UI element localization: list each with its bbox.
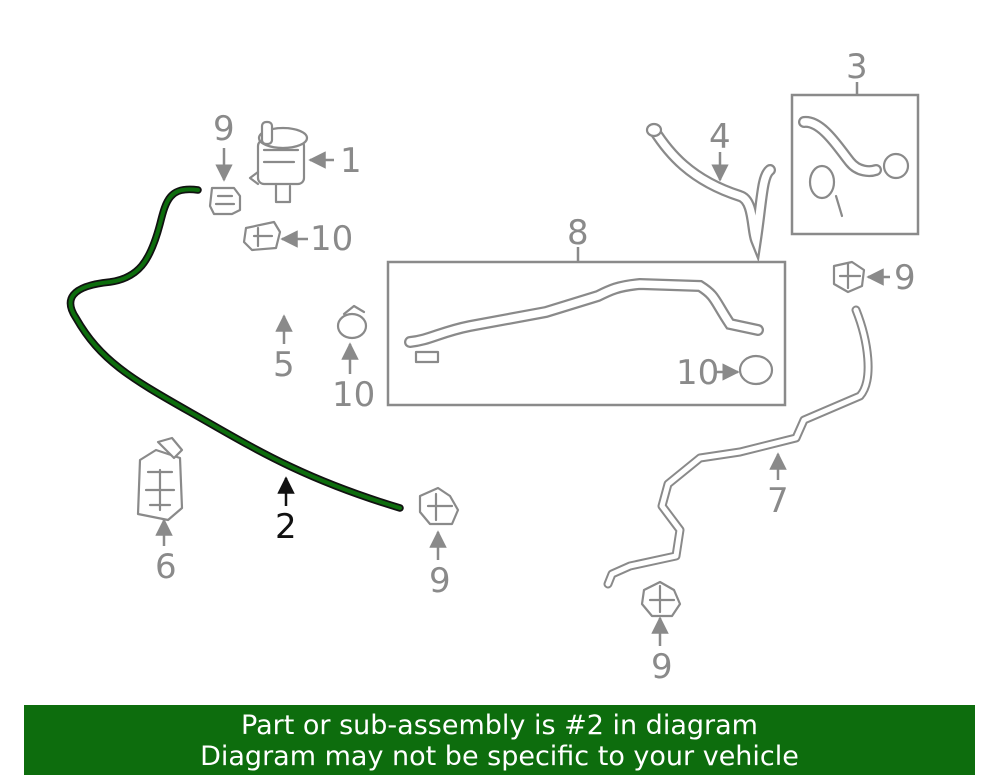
callout-5: 5 — [273, 345, 295, 385]
part-6-bracket — [136, 436, 184, 522]
part-9-clip-bottom-mid — [418, 486, 460, 526]
parts-diagram: 1 9 10 5 10 2 6 9 — [66, 47, 920, 687]
callout-4: 4 — [709, 117, 731, 157]
callout-10b: 10 — [332, 375, 375, 415]
callout-9d: 9 — [651, 647, 673, 687]
callout-9b: 9 — [429, 561, 451, 601]
part-9-clip-right — [832, 260, 866, 294]
part-9-clip-top — [208, 186, 242, 216]
part-3-frame — [790, 93, 920, 236]
callout-2: 2 — [275, 507, 297, 547]
part-2-hose-highlighted — [66, 185, 404, 512]
banner-line-2: Diagram may not be specific to your vehi… — [200, 741, 799, 772]
callout-9c: 9 — [894, 258, 916, 298]
part-8-frame — [386, 260, 787, 407]
part-5-hose — [249, 260, 324, 334]
callout-7: 7 — [767, 481, 789, 521]
callout-10a: 10 — [310, 219, 353, 259]
callout-8: 8 — [567, 213, 589, 253]
part-9-clip-bottom-right — [640, 580, 682, 618]
part-8-pipe-assembly — [404, 277, 774, 386]
part-7-pipe — [603, 305, 873, 589]
callout-1: 1 — [340, 141, 362, 181]
callout-6: 6 — [155, 547, 177, 587]
part-10-clamp-top — [242, 220, 282, 252]
callout-9a: 9 — [213, 109, 235, 149]
part-3-assembly — [798, 116, 910, 218]
part-10-clamp-mid — [336, 304, 368, 340]
part-4-pipe — [645, 122, 776, 263]
callout-10c: 10 — [676, 353, 719, 393]
part-1-water-pump — [248, 120, 309, 204]
banner-line-1: Part or sub-assembly is #2 in diagram — [241, 710, 758, 741]
callout-3: 3 — [846, 47, 868, 87]
info-banner: Part or sub-assembly is #2 in diagram Di… — [24, 705, 975, 775]
